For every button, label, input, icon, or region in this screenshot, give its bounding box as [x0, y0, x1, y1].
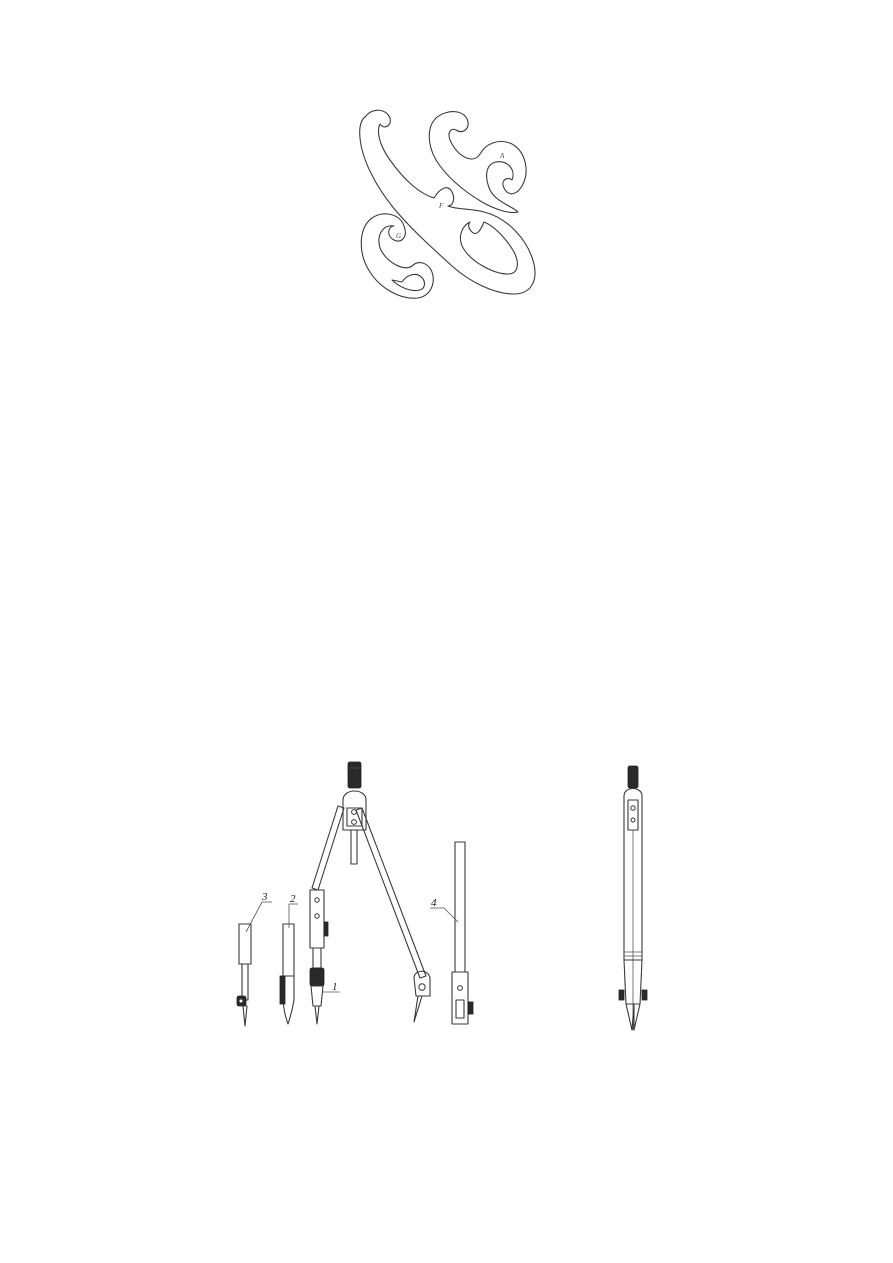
curve-a-label: A [499, 152, 505, 160]
accessory-2-body [282, 923, 295, 977]
callout-2: 2 [290, 893, 296, 905]
callout-1-group: 1 [322, 981, 340, 993]
accessory-3: 3 [236, 891, 272, 1027]
compass-handle [347, 761, 362, 789]
closed-compass [618, 765, 648, 1031]
callout-1: 1 [332, 981, 338, 993]
compass-left-leg [311, 805, 345, 891]
curve-f-label: F [438, 202, 444, 210]
french-curve-a: A [428, 111, 527, 214]
curve-g-label: G [396, 232, 401, 240]
callout-4: 4 [431, 897, 437, 909]
callout-3: 3 [261, 891, 268, 903]
french-curve-g: G [360, 213, 434, 299]
accessory-4: 4 [430, 841, 474, 1025]
accessory-2: 2 [279, 893, 298, 1025]
compass [309, 761, 431, 1025]
compass-right-leg [355, 807, 427, 979]
accessory-3-body [238, 923, 252, 965]
extension-bar [454, 841, 466, 973]
closed-compass-handle [627, 765, 639, 789]
compass-head [342, 790, 367, 831]
french-curve-f: F [359, 109, 536, 295]
